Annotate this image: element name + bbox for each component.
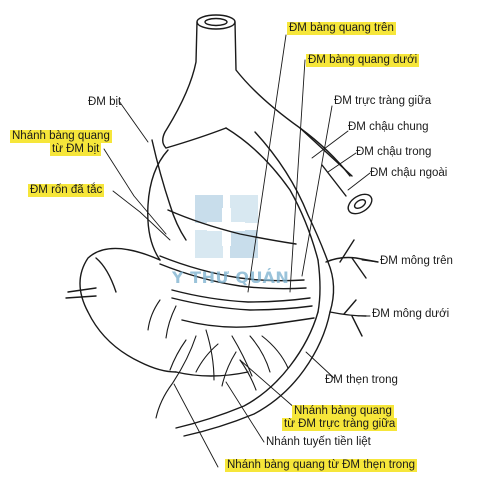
bladder-branches xyxy=(148,300,288,418)
vesical-vessel-bands xyxy=(160,256,314,327)
label-tuyen-tien-liet: Nhánh tuyến tiền liệt xyxy=(266,436,371,449)
watermark-text: Y THƯ QUÁN xyxy=(172,268,289,287)
label-then-trong: ĐM thẹn trong xyxy=(325,374,398,387)
label-bang-quang-tren: ĐM bàng quang trên xyxy=(287,22,396,35)
medical-cross-logo-icon xyxy=(195,195,258,258)
label-bang-quang-duoi: ĐM bàng quang dưới xyxy=(306,54,419,67)
label-chau-chung: ĐM chậu chung xyxy=(348,121,429,134)
external-iliac-artery xyxy=(300,128,375,218)
label-nhanh-bq-then: Nhánh bàng quang từ ĐM thẹn trong xyxy=(225,459,417,472)
label-ron-da-tac: ĐM rốn đã tắc xyxy=(28,184,104,197)
label-dm-bit: ĐM bịt xyxy=(88,96,121,109)
label-chau-trong: ĐM chậu trong xyxy=(356,146,431,159)
label-mong-duoi: ĐM mông dưới xyxy=(372,308,449,321)
label-nhanh-bq-truc-line1: Nhánh bàng quang xyxy=(292,405,394,418)
label-nhanh-bq-truc-line2: từ ĐM trực tràng giữa xyxy=(282,418,397,431)
label-mong-tren: ĐM mông trên xyxy=(380,255,453,268)
label-chau-ngoai: ĐM chậu ngoài xyxy=(370,167,447,180)
label-truc-trang-giua: ĐM trực tràng giữa xyxy=(334,95,431,108)
label-nhanh-bq-bit-line2: từ ĐM bịt xyxy=(50,143,101,156)
label-nhanh-bq-bit-line1: Nhánh bàng quang xyxy=(10,130,112,143)
